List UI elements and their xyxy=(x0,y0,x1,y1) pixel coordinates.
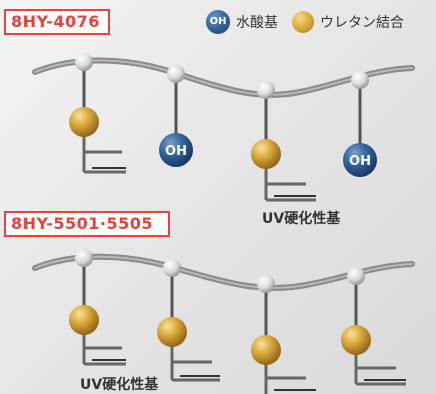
hydroxyl-node-label: OH xyxy=(349,154,371,169)
uv-curable-group-label-bottom: UV硬化性基 xyxy=(80,377,159,393)
urethane-node xyxy=(251,335,281,365)
legend-hydroxyl-label: 水酸基 xyxy=(236,15,278,31)
urethane-node xyxy=(69,107,99,137)
urethane-node xyxy=(251,139,281,169)
urethane-node xyxy=(157,317,187,347)
junction-node xyxy=(75,53,93,71)
product-label-8hy-4076: 8HY-4076 xyxy=(4,9,110,35)
legend-urethane-label: ウレタン結合 xyxy=(320,15,404,31)
bottom-molecule xyxy=(32,249,415,394)
junction-node xyxy=(351,71,369,89)
junction-node xyxy=(257,275,275,293)
product-label-8hy-5501-5505: 8HY-5501·5505 xyxy=(4,211,170,237)
hydroxyl-node-label: OH xyxy=(165,144,187,159)
junction-node xyxy=(257,81,275,99)
junction-node xyxy=(163,259,181,277)
hydroxyl-node xyxy=(159,133,193,167)
urethane-node xyxy=(341,325,371,355)
junction-node xyxy=(167,65,185,83)
top-molecule: OH OH xyxy=(32,53,415,202)
hydroxyl-icon: OH xyxy=(206,10,230,34)
junction-node xyxy=(347,267,365,285)
urethane-node xyxy=(69,305,99,335)
hydroxyl-node xyxy=(343,143,377,177)
legend: OH 水酸基 ウレタン結合 xyxy=(206,8,404,36)
junction-node xyxy=(75,249,93,267)
uv-curable-group-label-top: UV硬化性基 xyxy=(262,211,341,227)
urethane-icon xyxy=(292,11,314,33)
